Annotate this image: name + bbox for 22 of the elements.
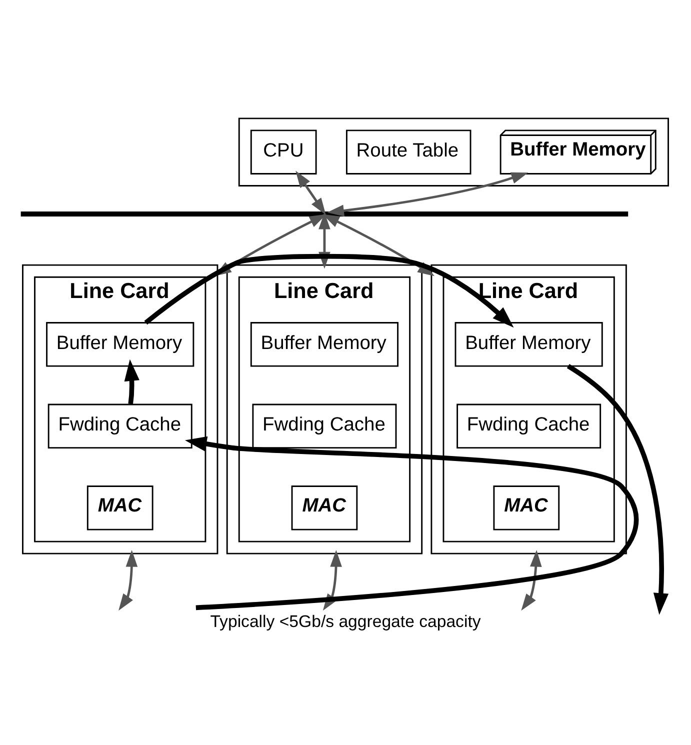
node-box: Buffer Memory (46, 322, 194, 367)
arrow (144, 254, 514, 328)
node-box: CPU (250, 130, 317, 174)
node-box: Route Table (346, 130, 472, 174)
cluster (22, 264, 218, 554)
node-box: Buffer Memory (250, 322, 399, 367)
node-box: MAC (86, 486, 154, 530)
node-bar (20, 211, 628, 217)
arrow (327, 172, 528, 216)
cluster (226, 264, 423, 554)
node-box: Buffer Memory (454, 322, 603, 367)
arrow (124, 359, 140, 404)
node-box: MAC (493, 486, 560, 530)
cluster (430, 264, 627, 554)
cluster (238, 118, 669, 186)
arrow (566, 364, 669, 615)
node-box: Fwding Cache (456, 404, 602, 449)
arrow (296, 170, 326, 215)
node-box: MAC (291, 486, 358, 530)
caption: Typically <5Gb/s aggregate capacity (210, 612, 481, 631)
node-box: Fwding Cache (252, 404, 397, 449)
node-box: Fwding Cache (48, 404, 192, 449)
